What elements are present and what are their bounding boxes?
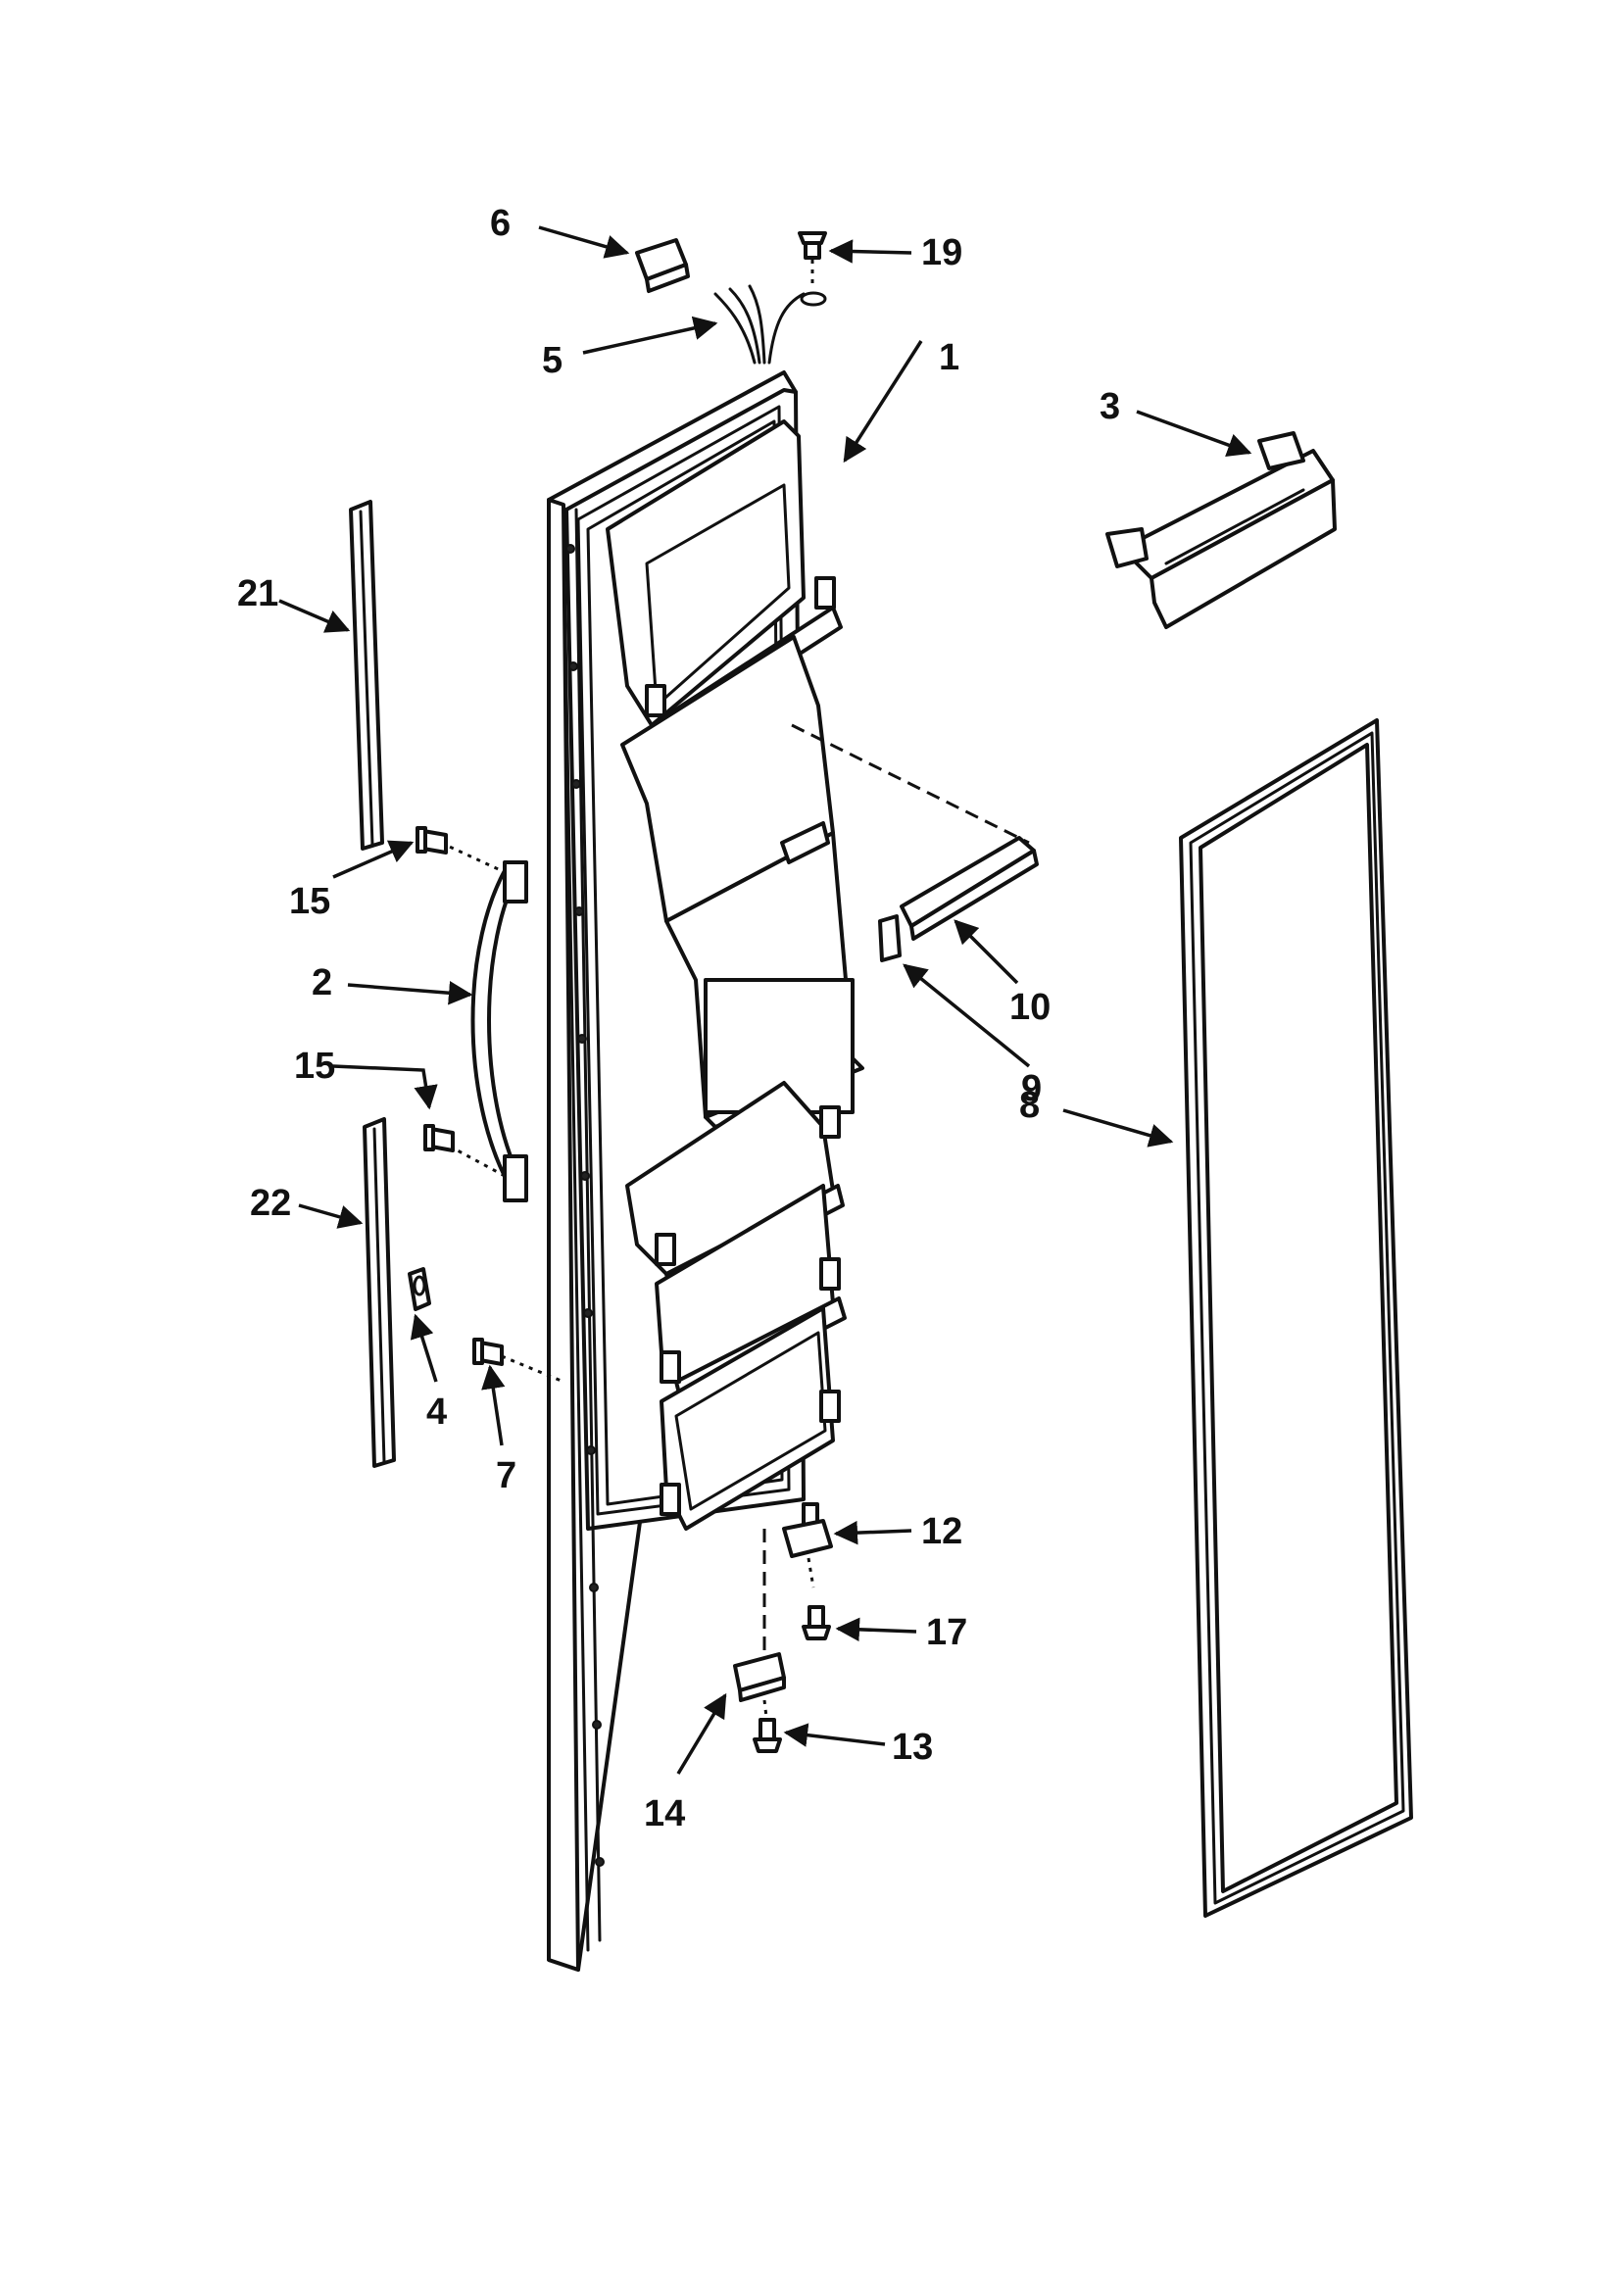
callout-14: 14 <box>644 1793 685 1834</box>
callout-15-upper: 15 <box>289 881 330 922</box>
callout-5: 5 <box>542 340 563 381</box>
callout-7: 7 <box>496 1455 516 1496</box>
screw-part-7 <box>472 1338 564 1384</box>
callout-10: 10 <box>1009 987 1051 1028</box>
callout-17: 17 <box>926 1612 967 1653</box>
screw-part-13 <box>753 1718 782 1753</box>
leader-arrows <box>278 225 1252 1775</box>
clip-part-9 <box>878 914 902 962</box>
callout-15-lower: 15 <box>294 1046 335 1087</box>
callout-6: 6 <box>490 203 511 244</box>
callout-22: 22 <box>250 1183 291 1224</box>
trim-strip-part-22 <box>363 1117 396 1468</box>
door-gasket-part-8 <box>1179 718 1413 1918</box>
screw-part-19 <box>798 231 827 284</box>
callout-13: 13 <box>892 1727 933 1768</box>
door-shelf-part-3 <box>1105 431 1337 629</box>
screw-part-17 <box>802 1605 831 1640</box>
callout-3: 3 <box>1100 386 1120 427</box>
callout-8: 8 <box>1019 1085 1040 1126</box>
callout-21: 21 <box>237 573 278 614</box>
callout-9: 9 <box>1021 1068 1042 1109</box>
callout-4: 4 <box>426 1392 447 1433</box>
clip-part-4 <box>408 1267 431 1311</box>
trim-strip-part-21 <box>349 500 384 851</box>
rail-part-10 <box>900 836 1039 941</box>
callout-12: 12 <box>921 1511 962 1552</box>
wiring-harness-part-5 <box>713 284 827 365</box>
hinge-pin-part-12 <box>782 1502 833 1588</box>
door-panel-part-1 <box>547 370 1030 1972</box>
callout-1: 1 <box>939 337 959 378</box>
connector-cap-part-6 <box>635 238 690 293</box>
hinge-part-14 <box>733 1529 786 1718</box>
screw-part-15-lower <box>423 1124 455 1152</box>
callout-19: 19 <box>921 232 962 273</box>
callout-2: 2 <box>312 962 332 1003</box>
screw-part-15-upper <box>416 826 448 855</box>
door-edge-screws <box>565 544 605 1867</box>
callout-labels: 1 2 3 4 5 6 7 8 9 10 12 13 14 15 15 17 1… <box>237 203 1120 1834</box>
